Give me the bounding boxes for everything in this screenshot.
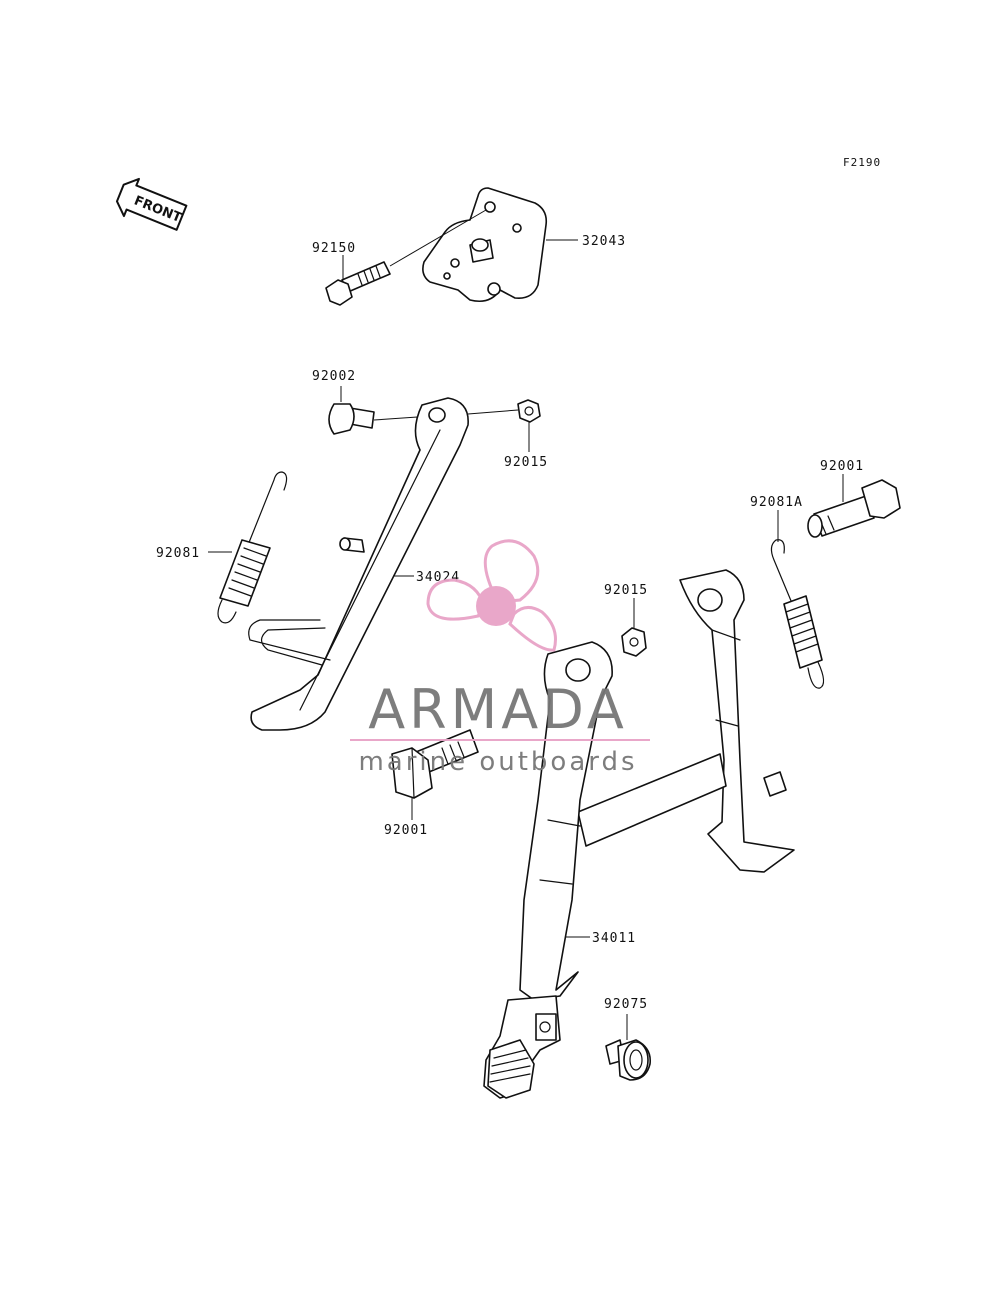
part-label-32043: 32043 [582,234,626,249]
bolt-92001-upper [807,479,901,538]
armada-logo: ARMADA marine outboards [350,539,650,777]
brand-name: ARMADA [368,678,628,741]
bracket-32043 [422,187,548,303]
side-stand-34024 [248,397,469,731]
part-label-92015-upper: 92015 [504,455,548,470]
part-label-92001-lower: 92001 [384,823,428,838]
part-label-92075: 92075 [604,997,648,1012]
bolt-92150 [325,261,391,306]
part-label-92081: 92081 [156,546,200,561]
part-label-92001-upper: 92001 [820,459,864,474]
part-label-92081A: 92081A [750,495,803,510]
spring-92081 [217,471,288,624]
part-label-92002: 92002 [312,369,356,384]
part-label-92150: 92150 [312,241,356,256]
front-arrow-icon: FRONT [115,177,188,231]
part-label-92015-lower: 92015 [604,583,648,598]
nut-92015-upper [517,399,541,423]
figure-code: F2190 [843,156,881,169]
brand-tagline: marine outboards [358,747,637,777]
nut-92015-lower [621,627,647,657]
propeller-icon [426,539,557,652]
part-label-34011: 34011 [592,931,636,946]
spring-92081A [770,539,825,689]
main-stand-34011 [483,569,795,1099]
pin-92002 [328,403,375,435]
damper-92075 [605,1039,652,1081]
